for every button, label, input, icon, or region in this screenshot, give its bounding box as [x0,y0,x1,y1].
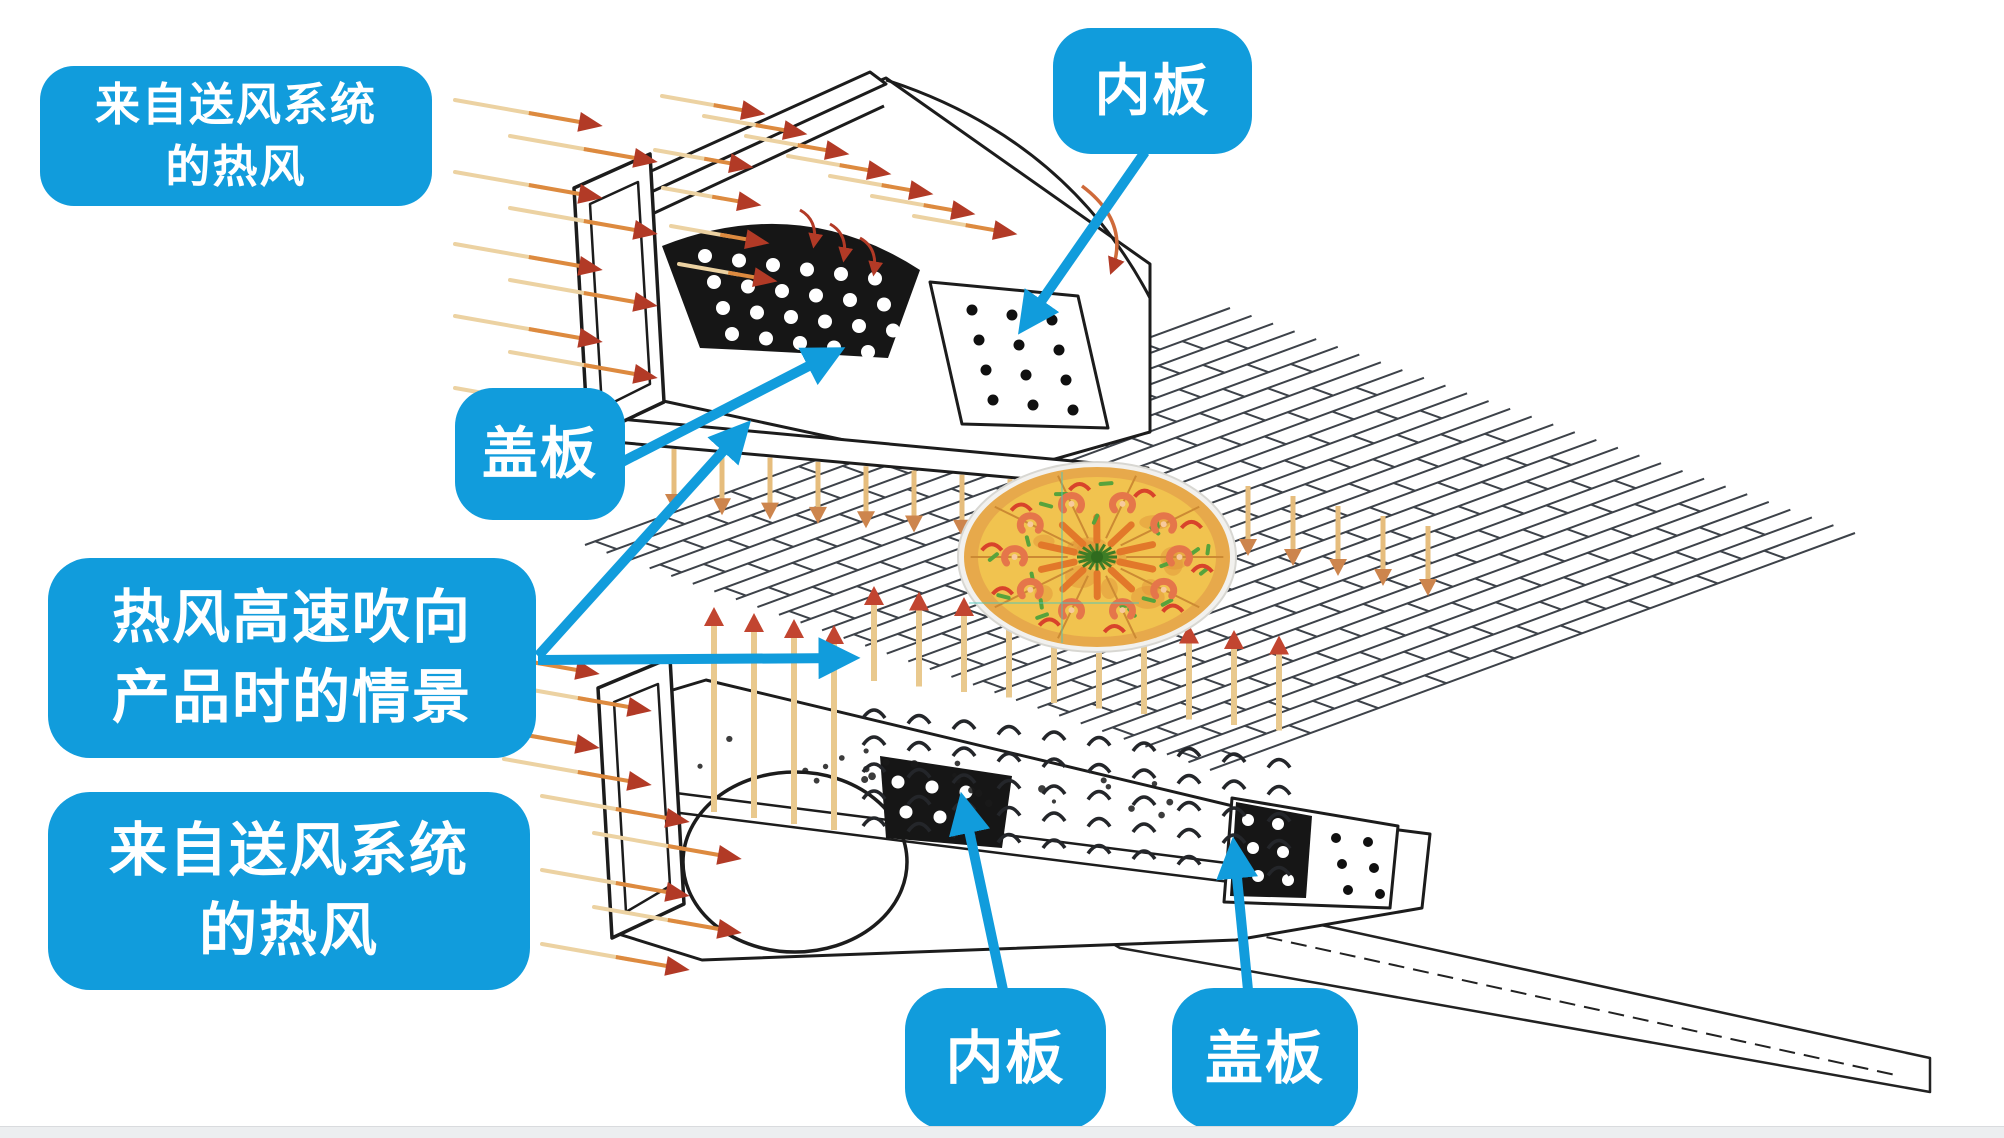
recirculation-flow-curl [1080,184,1125,275]
label-inner-plate-top: 内板 [1053,28,1252,154]
label-impingement-line1: 热风高速吹向 [111,584,472,650]
label-supply-air-top-line2: 的热风 [165,141,307,192]
label-connectors [534,149,1258,992]
label-cover-plate-top-text: 盖板 [482,422,598,486]
label-cover-plate-bottom-text: 盖板 [1204,1025,1325,1091]
label-supply-air-top: 来自送风系统 的热风 [40,66,432,206]
top-duct-inner-plate [928,280,1110,430]
bottom-inlet-hot-air-arrows [450,646,742,976]
label-cover-plate-bottom: 盖板 [1172,988,1358,1130]
connector-impingement-upper [534,420,752,660]
label-impingement: 热风高速吹向 产品时的情景 [48,558,536,758]
top-duct-perforations [698,249,1079,416]
label-impingement-line2: 产品时的情景 [111,665,472,730]
connector-impingement-lower [537,637,861,680]
label-supply-air-bottom-line1: 来自送风系统 [108,817,469,883]
bottom-border-strip [0,1126,2004,1138]
label-inner-plate-top-text: 内板 [1094,59,1211,123]
label-inner-plate-bottom: 内板 [905,988,1106,1130]
pizza [957,461,1237,653]
label-supply-air-bottom-line2: 的热风 [198,898,379,963]
label-supply-air-bottom: 来自送风系统 的热风 [48,792,530,990]
label-inner-plate-bottom-text: 内板 [945,1025,1066,1091]
top-air-duct [572,70,1154,492]
connector-cover-plate-top [619,347,846,467]
connector-inner-plate-bottom [949,791,1008,992]
label-cover-plate-top: 盖板 [455,388,625,520]
connector-inner-plate-top [1018,149,1150,335]
label-supply-air-top-line1: 来自送风系统 [94,78,377,130]
connector-cover-plate-bottom [1216,836,1258,991]
